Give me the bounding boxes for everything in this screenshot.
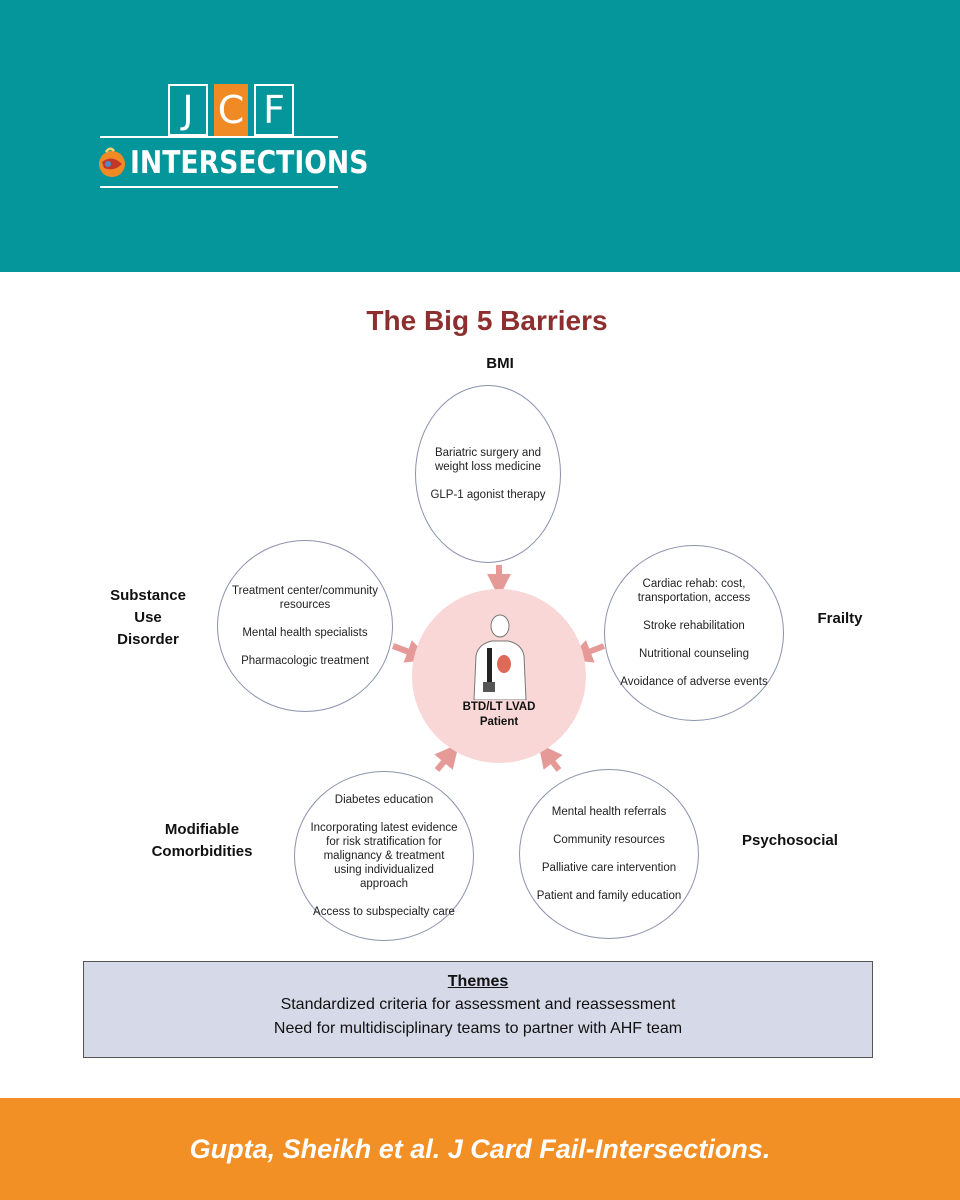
category-frailty: Frailty [795,608,885,630]
bubble-item: Avoidance of adverse events [620,676,768,688]
category-psychosocial-line: Psychosocial [742,832,838,849]
bubble-item: Bariatric surgery and weight loss medici… [434,447,542,473]
logo-letter-c: C [214,84,248,136]
bubble-bmi: Bariatric surgery and weight loss medici… [415,385,561,563]
heart-globe-icon [99,147,125,177]
logo-wordmark: INTERSECTIONS [130,145,369,181]
bubble-psychosocial: Mental health referrals Community resour… [519,769,699,939]
category-bmi-line: BMI [486,355,514,372]
bubble-item: Mental health referrals [551,806,667,818]
bubble-item: GLP-1 agonist therapy [430,489,546,501]
jcf-intersections-logo: J C F INTERSECTIONS [96,84,368,194]
category-substance-line: Use [134,609,162,626]
bubble-item: Nutritional counseling [639,648,749,660]
category-bmi: BMI [460,353,540,375]
category-psychosocial: Psychosocial [725,830,855,852]
logo-letters: J C F [168,84,300,136]
bubble-item: Stroke rehabilitation [643,620,745,632]
bubble-item: Cardiac rehab: cost, transportation, acc… [637,578,751,604]
category-comorbidities-line: Comorbidities [151,843,253,860]
category-substance-line: Substance [110,587,186,604]
themes-box: Themes Standardized criteria for assessm… [83,961,873,1058]
category-frailty-line: Frailty [817,610,863,627]
logo-letter-j: J [168,84,208,136]
bubble-item: Diabetes education [334,794,434,806]
bubble-item: Pharmacologic treatment [241,655,369,667]
bubble-item: Treatment center/community resources [232,585,378,611]
arrow-comorbidities [434,743,459,772]
bubble-item: Mental health specialists [242,627,368,639]
bubble-modifiable-comorbidities: Diabetes education Incorporating latest … [294,771,474,941]
category-modifiable-comorbidities: Modifiable Comorbidities [128,819,276,863]
footer-banner: Gupta, Sheikh et al. J Card Fail-Interse… [0,1098,960,1200]
themes-line: Standardized criteria for assessment and… [280,996,676,1013]
category-comorbidities-line: Modifiable [164,821,240,838]
arrow-psychosocial [538,743,563,772]
logo-rule-bottom [100,186,338,188]
bubble-item: Incorporating latest evidence for risk s… [310,822,458,890]
figure-title: The Big 5 Barriers [366,305,608,336]
category-substance-use-disorder: Substance Use Disorder [88,585,208,651]
themes-title: Themes [447,973,509,990]
bubble-item: Community resources [553,834,665,846]
bubble-item: Palliative care intervention [541,862,677,874]
header-banner: J C F INTERSECTIONS [0,0,960,272]
bubble-item: Access to subspecialty care [313,906,455,918]
themes-line: Need for multidisciplinary teams to part… [273,1020,683,1037]
logo-letter-f: F [254,84,294,136]
logo-rule-top [100,136,338,138]
patient-with-lvad-icon [473,614,527,700]
bubble-item: Patient and family education [536,890,682,902]
center-label-line: BTD/LT LVAD [462,701,536,713]
citation-text: Gupta, Sheikh et al. J Card Fail-Interse… [189,1133,771,1164]
center-label-line: Patient [479,716,519,728]
bubble-frailty: Cardiac rehab: cost, transportation, acc… [604,545,784,721]
center-label: BTD/LT LVAD Patient [412,700,586,730]
category-substance-line: Disorder [117,631,179,648]
bubble-substance-use-disorder: Treatment center/community resources Men… [217,540,393,712]
